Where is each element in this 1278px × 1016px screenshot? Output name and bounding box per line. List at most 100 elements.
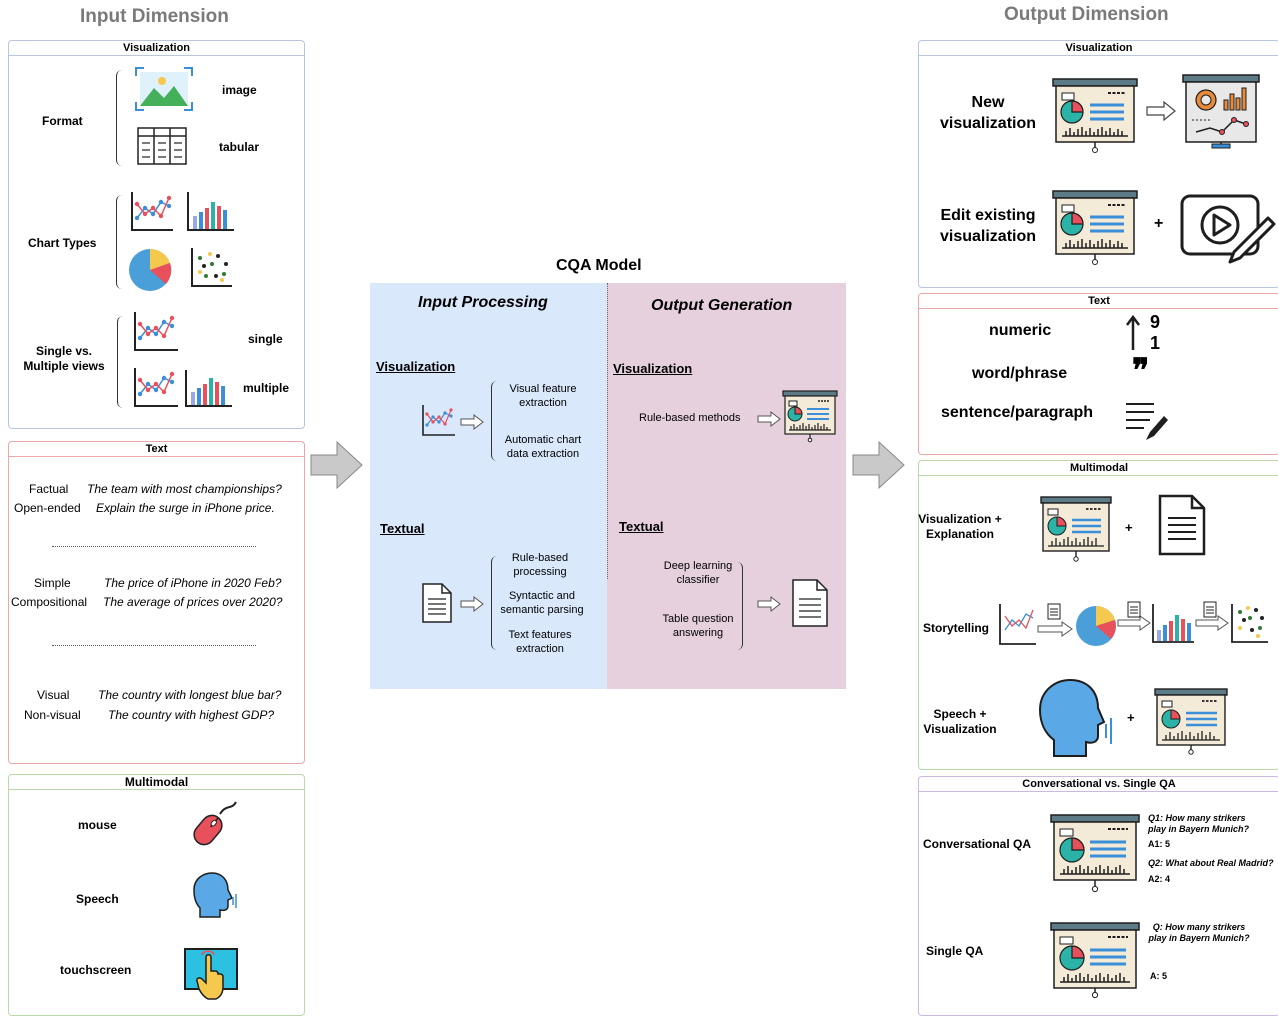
- arrow-right-icon: [852, 440, 905, 490]
- text-type-label: Simple: [34, 576, 71, 590]
- new-dashboard-board-icon: [1182, 74, 1260, 149]
- conversational-qa-label: Conversational QA: [923, 837, 1032, 851]
- single-qa-label: Single QA: [926, 944, 984, 958]
- text-example: The price of iPhone in 2020 Feb?: [104, 576, 282, 590]
- multiple-label: multiple: [243, 381, 290, 395]
- ip-visualization-label: Visualization: [376, 359, 456, 374]
- input-dimension-title: Input Dimension: [80, 6, 229, 27]
- panel-header: Multimodal: [919, 461, 1278, 476]
- conversation-a1: A1: 5: [1148, 839, 1171, 849]
- panel-header: Text: [919, 294, 1278, 309]
- ip-textual-label: Textual: [380, 521, 425, 536]
- og-text-brace: [736, 562, 743, 650]
- storytelling-sequence-icon: [999, 601, 1268, 646]
- hollow-arrow-icon: [1146, 100, 1176, 122]
- region-divider: [607, 283, 608, 579]
- document-icon: [792, 579, 828, 627]
- input-multimodal-panel: Multimodal: [8, 774, 305, 1016]
- text-example: Explain the surge in iPhone price.: [96, 501, 275, 515]
- output-dimension-title: Output Dimension: [1004, 4, 1169, 25]
- text-type-label: Open-ended: [14, 501, 81, 515]
- writing-icon: [1126, 403, 1168, 440]
- single-label: single: [248, 332, 283, 346]
- presentation-board-icon: [1154, 688, 1228, 755]
- text-example: The country with longest blue bar?: [98, 688, 282, 702]
- multiple-view-line-icon: [134, 368, 178, 407]
- panel-header: Text: [9, 442, 304, 457]
- plus-sign: +: [1127, 710, 1135, 725]
- sentence-paragraph-label: sentence/paragraph: [941, 404, 1094, 421]
- storytelling-label: Storytelling: [923, 621, 990, 635]
- multiple-view-bar-icon: [185, 370, 232, 407]
- divider: [52, 645, 256, 646]
- edit-video-icon: [1180, 194, 1276, 264]
- scatter-chart-icon: [191, 248, 232, 287]
- touchscreen-icon: [184, 948, 238, 1000]
- arrow-up-icon: [1126, 314, 1140, 350]
- hollow-arrow-icon: [460, 595, 484, 613]
- pie-chart-icon: [129, 248, 172, 291]
- ip-text-brace: [491, 556, 498, 650]
- divider: [52, 546, 256, 547]
- mouse-label: mouse: [78, 818, 117, 832]
- automatic-chart-data-extraction: Automatic chart data extraction: [504, 434, 582, 460]
- deep-learning-classifier: Deep learning classifier: [663, 560, 733, 586]
- quote-icon: ❞: [1132, 352, 1150, 388]
- speech-label: Speech: [76, 892, 119, 906]
- word-phrase-label: word/phrase: [972, 365, 1068, 382]
- syntactic-semantic-parsing: Syntactic and semantic parsing: [500, 590, 584, 616]
- input-processing-title: Input Processing: [418, 294, 548, 311]
- panel-header: Visualization: [919, 41, 1278, 56]
- presentation-board-icon: [782, 390, 838, 443]
- speech-visualization-label: Speech + Visualization: [923, 707, 997, 736]
- table-question-answering: Table question answering: [662, 613, 734, 639]
- image-label: image: [222, 83, 257, 97]
- hollow-arrow-icon: [757, 410, 781, 428]
- arrow-right-icon: [310, 440, 363, 490]
- touchscreen-label: touchscreen: [60, 963, 132, 977]
- text-features-extraction: Text features extraction: [508, 629, 572, 655]
- speaking-head-icon: [1038, 678, 1112, 757]
- output-generation-title: Output Generation: [651, 297, 793, 314]
- panel-header: Conversational vs. Single QA: [919, 777, 1278, 792]
- text-type-label: Visual: [37, 688, 70, 702]
- tabular-label: tabular: [219, 140, 260, 154]
- visualization-explanation-label: Visualization + Explanation: [918, 512, 1002, 541]
- format-label: Format: [42, 114, 83, 128]
- input-text-panel: Text: [8, 441, 305, 764]
- presentation-board-icon: [1050, 922, 1140, 999]
- conversation-a2: A2: 4: [1148, 874, 1171, 884]
- plus-sign: +: [1154, 215, 1164, 232]
- og-textual-label: Textual: [619, 519, 664, 534]
- presentation-board-icon: [1052, 190, 1138, 265]
- format-brace: [116, 70, 123, 166]
- conversation-q1: Q1: How many strikers play in Bayern Mun…: [1148, 813, 1250, 834]
- number-bottom: 1: [1150, 333, 1161, 353]
- og-visualization-label: Visualization: [613, 361, 693, 376]
- mouse-icon: [193, 801, 237, 846]
- presentation-board-icon: [1050, 814, 1140, 893]
- text-type-label: Compositional: [11, 595, 88, 609]
- input-processing-region: [370, 283, 607, 689]
- cqa-model-title: CQA Model: [556, 257, 642, 274]
- presentation-board-icon: [1052, 78, 1138, 153]
- text-type-label: Non-visual: [24, 708, 81, 722]
- chart-types-brace: [116, 195, 123, 289]
- new-visualization-label: New visualization: [939, 94, 1037, 132]
- single-view-icon: [134, 312, 178, 351]
- rule-based-processing: Rule-based processing: [511, 552, 569, 578]
- hollow-arrow-icon: [757, 595, 781, 613]
- rule-based-methods: Rule-based methods: [639, 412, 741, 424]
- single-multiple-label: Single vs. Multiple views: [23, 344, 105, 373]
- visual-feature-extraction: Visual feature extraction: [509, 383, 577, 409]
- document-icon: [422, 583, 452, 623]
- bar-chart-icon: [187, 192, 234, 231]
- text-example: The country with highest GDP?: [108, 708, 275, 722]
- numeric-label: numeric: [989, 322, 1052, 339]
- views-brace: [117, 316, 124, 408]
- output-text-panel: Text: [918, 293, 1278, 455]
- text-example: The team with most championships?: [87, 482, 282, 496]
- line-chart-icon: [131, 192, 173, 231]
- line-chart-icon: [422, 405, 455, 436]
- edit-existing-visualization-label: Edit existing visualization: [939, 207, 1037, 245]
